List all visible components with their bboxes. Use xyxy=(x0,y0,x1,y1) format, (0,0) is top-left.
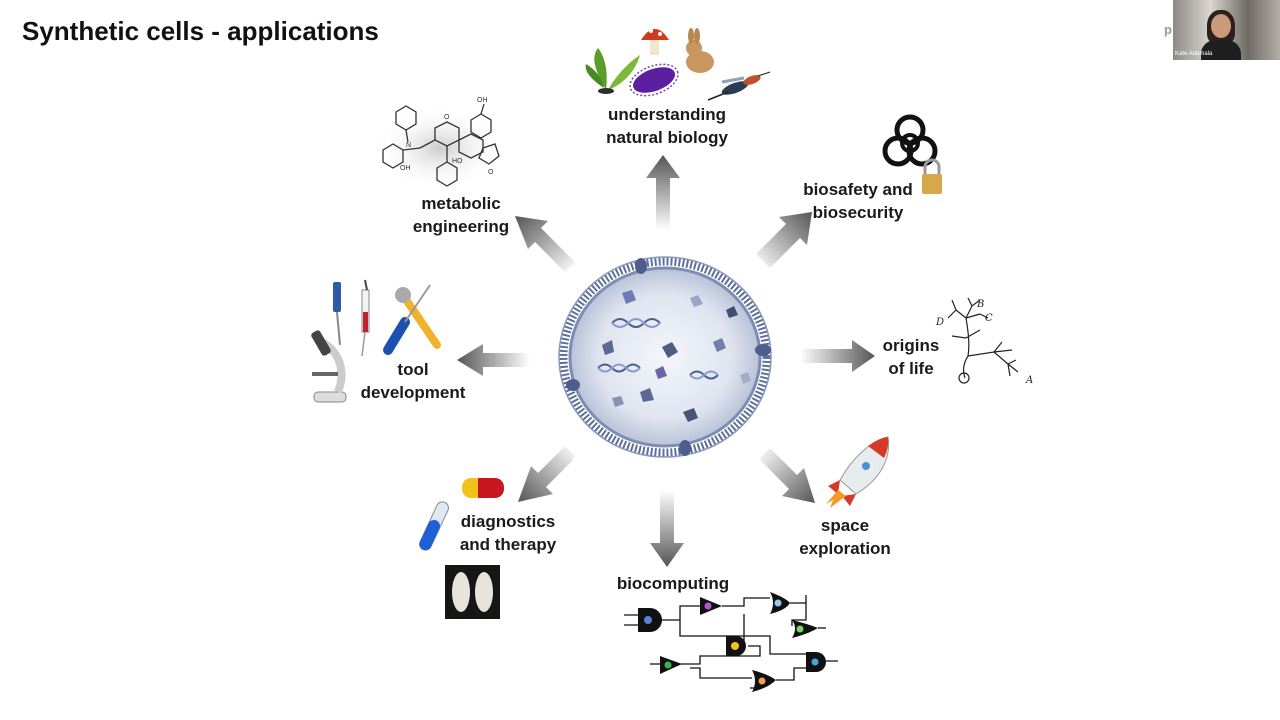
arrow-up-left xyxy=(515,216,575,272)
capsule-icon xyxy=(462,478,504,498)
label-origins: origins of life xyxy=(876,334,946,380)
label-space: space exploration xyxy=(790,514,900,560)
arrow-down xyxy=(650,490,684,567)
corner-letter: p xyxy=(1164,22,1172,37)
label-biosafety-line2: biosecurity xyxy=(812,203,904,222)
rocket-icon xyxy=(826,436,890,508)
presenter-body xyxy=(1201,40,1241,60)
arrow-left xyxy=(457,344,530,376)
label-diagnostics: diagnostics and therapy xyxy=(448,510,568,556)
label-metabolic-line2: engineering xyxy=(412,217,510,236)
label-diagnostics-line1: diagnostics xyxy=(460,512,556,531)
label-origins-line2: of life xyxy=(888,359,934,378)
presenter-video-thumbnail[interactable]: Kate Adamala xyxy=(1173,0,1280,60)
plant-icon xyxy=(585,48,640,94)
mushroom-icon xyxy=(641,29,669,55)
arrow-right xyxy=(800,340,875,372)
test-tube-icon xyxy=(419,501,449,551)
biohazard-icon xyxy=(882,114,938,167)
svg-text:N: N xyxy=(406,142,411,149)
slide-title: Synthetic cells - applications xyxy=(22,16,379,46)
label-natural-biology: understanding natural biology xyxy=(582,103,752,149)
synthetic-cell xyxy=(558,256,772,458)
svg-text:O: O xyxy=(488,169,494,176)
label-space-line1: space xyxy=(820,516,870,535)
presenter-face xyxy=(1211,14,1231,38)
arrow-up-right xyxy=(756,212,812,268)
label-natural-biology-line1: understanding xyxy=(607,105,727,124)
label-tool-line2: development xyxy=(360,383,466,402)
bacterium-icon xyxy=(629,63,679,97)
wrench-icon xyxy=(395,287,441,349)
tree-letter-a: A xyxy=(1025,375,1033,386)
label-space-line2: exploration xyxy=(799,539,891,558)
arrow-down-left xyxy=(518,446,575,502)
svg-text:OH: OH xyxy=(400,165,411,172)
tree-letters: D B C A xyxy=(935,299,1033,386)
arrow-up xyxy=(646,155,680,230)
molecule-structure-icon: N OH OH O HO O xyxy=(375,97,505,190)
label-biosafety: biosafety and biosecurity xyxy=(790,178,926,224)
tree-of-life-icon xyxy=(947,297,1019,384)
label-biocomputing: biocomputing xyxy=(608,572,738,595)
label-biosafety-line1: biosafety and xyxy=(803,180,913,199)
svg-text:O: O xyxy=(444,114,450,121)
label-biocomputing-line1: biocomputing xyxy=(616,574,730,593)
mice-photo xyxy=(445,565,500,619)
screwdriver-icon xyxy=(383,284,431,355)
label-tool: tool development xyxy=(348,358,478,404)
rabbit-icon xyxy=(686,28,714,73)
label-tool-line1: tool xyxy=(397,360,429,379)
microscope-icon xyxy=(311,330,347,403)
svg-text:HO: HO xyxy=(452,158,463,165)
logic-gates xyxy=(638,592,826,692)
arrow-down-right xyxy=(760,448,815,503)
label-metabolic-line1: metabolic xyxy=(421,194,501,213)
syringe-icon xyxy=(361,279,370,357)
label-metabolic: metabolic engineering xyxy=(396,192,526,238)
presenter-name: Kate Adamala xyxy=(1175,51,1213,57)
tree-letter-b: B xyxy=(976,299,984,310)
label-diagnostics-line2: and therapy xyxy=(459,535,557,554)
pipette-icon xyxy=(333,282,341,346)
label-natural-biology-line2: natural biology xyxy=(606,128,728,147)
svg-text:OH: OH xyxy=(477,97,488,104)
tree-letter-d: D xyxy=(935,317,944,328)
tree-letter-c: C xyxy=(985,313,993,324)
padlock-icon xyxy=(922,158,942,194)
wasp-icon xyxy=(707,71,771,101)
label-origins-line1: origins xyxy=(882,336,940,355)
